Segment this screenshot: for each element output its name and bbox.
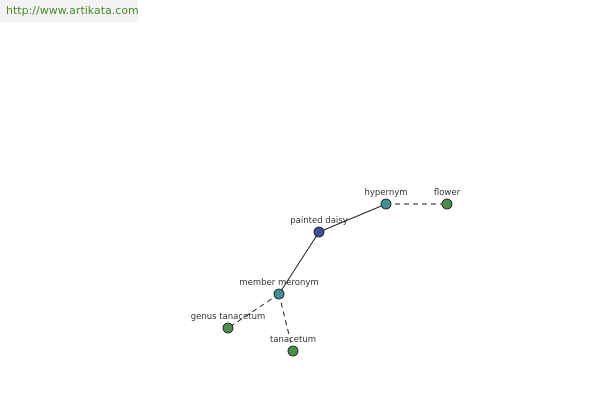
node-label-genus-tanacetum[interactable]: genus tanacetum	[191, 312, 266, 322]
graph-labels: painted daisy hypernym flower member merony…	[191, 188, 461, 345]
site-url-banner[interactable]: http://www.artikata.com	[0, 0, 139, 22]
node-painted-daisy[interactable]	[313, 226, 325, 238]
node-genus-tanacetum[interactable]	[222, 322, 234, 334]
node-flower[interactable]	[441, 198, 453, 210]
edge-painted-daisy-to-member-meronym	[278, 231, 320, 295]
node-label-hypernym[interactable]: hypernym	[364, 188, 407, 198]
node-hypernym[interactable]	[380, 198, 392, 210]
edge-member-meronym-to-tanacetum	[278, 293, 294, 352]
node-member-meronym[interactable]	[273, 288, 285, 300]
node-label-tanacetum[interactable]: tanacetum	[270, 335, 316, 345]
graph-edges	[227, 203, 447, 352]
edge-painted-daisy-to-hypernym	[318, 203, 387, 233]
node-label-painted-daisy[interactable]: painted daisy	[290, 216, 347, 226]
node-tanacetum[interactable]	[287, 345, 299, 357]
node-label-flower[interactable]: flower	[434, 188, 461, 198]
edge-member-meronym-to-genus-tanacetum	[227, 293, 280, 329]
node-label-member-meronym[interactable]: member meronym	[239, 278, 318, 288]
graph-nodes	[222, 198, 453, 357]
